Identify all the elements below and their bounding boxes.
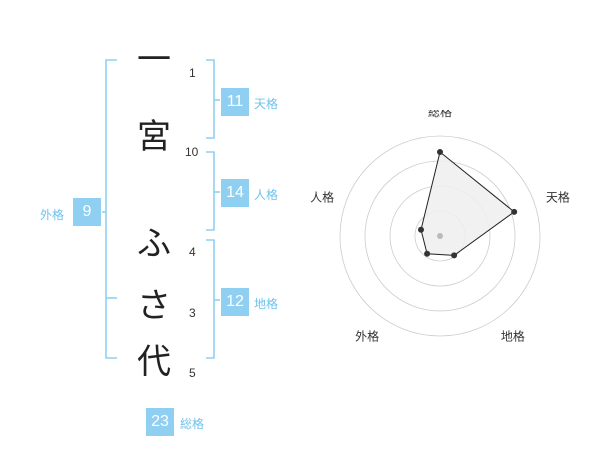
name-char-1: 一 bbox=[137, 40, 171, 80]
radar-axis-label-4: 外格 bbox=[355, 328, 379, 343]
radar-axis-label-3: 地格 bbox=[501, 328, 525, 343]
radar-area bbox=[420, 151, 516, 256]
name-char-5: 代 bbox=[137, 342, 171, 382]
radar-point-2 bbox=[511, 208, 518, 215]
bracket-gaikaku bbox=[105, 59, 117, 359]
name-char-4: さ bbox=[137, 286, 171, 326]
radar-point-1 bbox=[437, 149, 443, 155]
stroke-count-1: 1 bbox=[189, 66, 196, 80]
name-char-2: 宮 bbox=[137, 117, 171, 157]
name-char-3: ふ bbox=[137, 224, 171, 264]
stroke-count-2: 10 bbox=[185, 145, 199, 159]
jinkaku-value: 14 bbox=[221, 179, 249, 207]
radar-axis-label-2: 天格 bbox=[546, 190, 570, 205]
radar-axis-label-5: 人格 bbox=[310, 190, 334, 205]
chikaku-value: 12 bbox=[221, 288, 249, 316]
soukaku-label: 総格 bbox=[180, 417, 205, 431]
radar-point-4 bbox=[424, 250, 431, 257]
radar-point-5 bbox=[418, 226, 424, 233]
radar-center bbox=[437, 233, 443, 239]
chikaku-label: 地格 bbox=[254, 297, 279, 311]
soukaku-value: 23 bbox=[146, 408, 174, 436]
stroke-count-4: 3 bbox=[189, 306, 196, 320]
radar-ring-4 bbox=[339, 135, 541, 337]
tenkaku-value: 11 bbox=[221, 88, 249, 116]
gaikaku-value: 9 bbox=[73, 198, 101, 226]
jinkaku-label: 人格 bbox=[254, 188, 279, 202]
bracket-chikaku bbox=[206, 239, 215, 359]
stroke-count-3: 4 bbox=[189, 245, 196, 259]
stroke-count-5: 5 bbox=[189, 366, 196, 380]
gaikaku-label: 外格 bbox=[40, 208, 65, 222]
radar-axis-label-1: 総格 bbox=[428, 110, 452, 119]
tenkaku-label: 天格 bbox=[254, 97, 279, 111]
radar-point-3 bbox=[451, 252, 458, 259]
bracket-tenkaku bbox=[206, 59, 215, 139]
bracket-jinkaku bbox=[206, 151, 215, 231]
